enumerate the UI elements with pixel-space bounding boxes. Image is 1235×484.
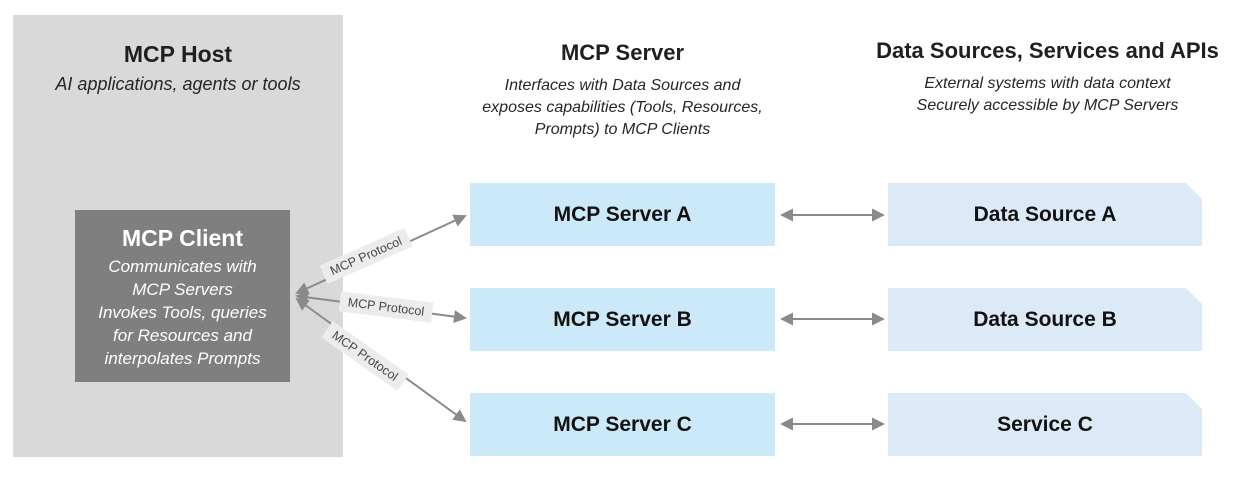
- data-source-a-label: Data Source A: [973, 202, 1117, 226]
- mcp-client-description-line: for Resources and: [113, 326, 252, 345]
- mcp-server-b-label: MCP Server B: [553, 307, 692, 331]
- data-sources-column-title: Data Sources, Services and APIs: [876, 38, 1219, 63]
- mcp-server-column-title: MCP Server: [560, 40, 685, 65]
- mcp-client-description-line: interpolates Prompts: [104, 349, 261, 368]
- mcp-protocol-label-b: MCP Protocol: [338, 291, 434, 323]
- mcp-server-description-line: Prompts) to MCP Clients: [534, 121, 711, 138]
- mcp-host-panel: MCP Host AI applications, agents or tool…: [13, 15, 343, 457]
- mcp-host-title: MCP Host: [123, 41, 233, 67]
- mcp-server-c-label: MCP Server C: [553, 412, 692, 436]
- data-sources-description-line: Securely accessible by MCP Servers: [916, 97, 1179, 114]
- data-sources-description-line: External systems with data context: [924, 75, 1171, 92]
- service-c-box: Service C: [888, 393, 1202, 456]
- mcp-server-a-label: MCP Server A: [553, 202, 692, 226]
- data-source-b-box: Data Source B: [888, 288, 1202, 351]
- mcp-server-column-description: Interfaces with Data Sources and exposes…: [450, 75, 795, 141]
- data-sources-column-description: External systems with data context Secur…: [855, 73, 1235, 117]
- data-sources-column-header: Data Sources, Services and APIs External…: [855, 38, 1235, 117]
- mcp-server-c-box: MCP Server C: [470, 393, 775, 456]
- mcp-server-column-header: MCP Server Interfaces with Data Sources …: [450, 40, 795, 141]
- service-c-label: Service C: [997, 412, 1093, 436]
- mcp-server-a-box: MCP Server A: [470, 183, 775, 246]
- mcp-server-b-box: MCP Server B: [470, 288, 775, 351]
- mcp-server-description-line: exposes capabilities (Tools, Resources,: [482, 99, 763, 116]
- mcp-client-description-line: Communicates with: [108, 257, 257, 276]
- data-source-b-label: Data Source B: [973, 307, 1117, 331]
- mcp-host-subtitle: AI applications, agents or tools: [55, 74, 301, 94]
- mcp-client-box: MCP Client Communicates with MCP Servers…: [75, 210, 290, 382]
- data-source-a-box: Data Source A: [888, 183, 1202, 246]
- mcp-client-title: MCP Client: [122, 225, 243, 251]
- mcp-server-description-line: Interfaces with Data Sources and: [504, 77, 741, 94]
- mcp-client-description: Communicates with MCP Servers Invokes To…: [75, 255, 290, 370]
- mcp-client-description-line: MCP Servers: [132, 280, 233, 299]
- mcp-client-description-line: Invokes Tools, queries: [98, 303, 267, 322]
